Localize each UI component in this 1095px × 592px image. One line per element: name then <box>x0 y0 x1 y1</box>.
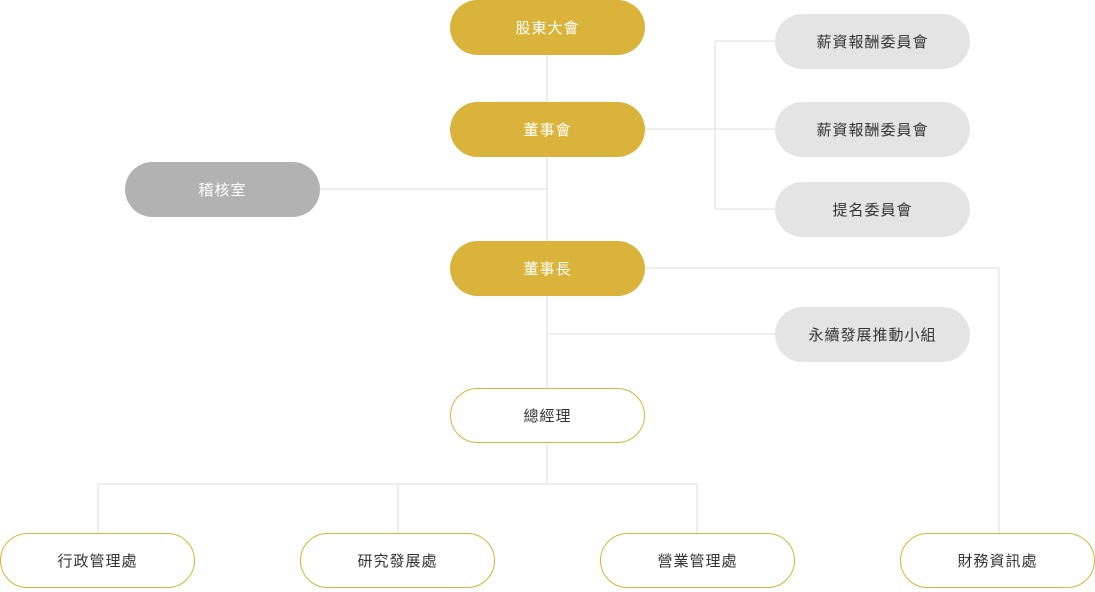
sustainability-team-node: 永續發展推動小組 <box>775 307 970 362</box>
audit-office-node: 稽核室 <box>125 162 320 217</box>
chairman-node: 董事長 <box>450 241 645 296</box>
board-of-directors-node: 董事會 <box>450 102 645 157</box>
general-manager-node: 總經理 <box>450 388 645 443</box>
remuneration-committee-node-1: 薪資報酬委員會 <box>775 14 970 69</box>
finance-it-department-node: 財務資訊處 <box>900 533 1095 588</box>
administration-department-node: 行政管理處 <box>0 533 195 588</box>
rnd-department-node: 研究發展處 <box>300 533 495 588</box>
shareholders-meeting-node: 股東大會 <box>450 0 645 55</box>
business-department-node: 營業管理處 <box>600 533 795 588</box>
nomination-committee-node: 提名委員會 <box>775 182 970 237</box>
remuneration-committee-node-2: 薪資報酬委員會 <box>775 102 970 157</box>
